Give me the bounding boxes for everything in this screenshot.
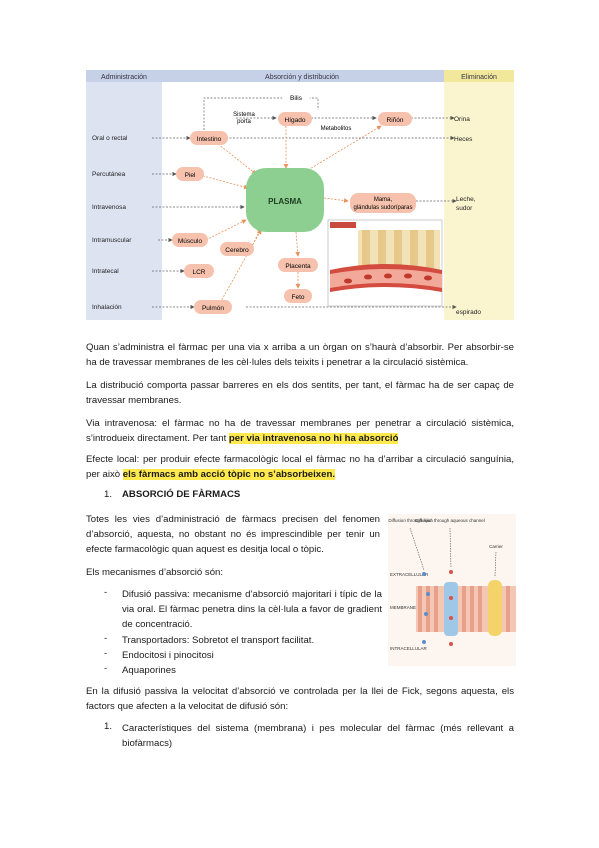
col-elim-title: Eliminación (461, 74, 497, 81)
svg-text:Bilis: Bilis (290, 95, 303, 102)
pulmon-label: Pulmón (202, 305, 224, 312)
paragraph-5: Totes les vies d’administració de fàrmac… (86, 514, 380, 555)
elim-orina: Orina (454, 116, 470, 123)
highlight-topic: els fàrmacs amb acció tòpic no s’absorbe… (122, 469, 336, 480)
node-rinon (378, 112, 412, 126)
route-intramuscular: Intramuscular (92, 237, 132, 244)
paragraph-3: Via intravenosa: el fàrmac no ha de trav… (86, 416, 514, 446)
paragraph-1: Quan s’administra el fàrmac per una via … (86, 342, 514, 368)
label-sistema: Sistema (233, 112, 255, 118)
route-intravenosa: Intravenosa (92, 204, 126, 211)
plasma-label: PLASMA (268, 197, 302, 206)
higado-label: Hígado (285, 117, 306, 124)
membrane-label-carrier: Carrier (489, 544, 503, 549)
section-title: ABSORCIÓ DE FÀRMACS (122, 489, 241, 500)
route-inhalacion: Inhalación (92, 304, 122, 311)
node-bilis: Bilis (282, 92, 310, 102)
route-intratecal: Intratecal (92, 268, 119, 275)
node-piel (176, 167, 204, 181)
node-higado (278, 112, 312, 126)
bullet-aquaporines: Aquaporines (122, 665, 176, 676)
mama-label-2: glándulas sudoríparas (353, 205, 412, 211)
musculo-label: Músculo (178, 238, 203, 245)
membrane-label-lipid: Diffusion through lipid (388, 518, 432, 523)
elim-espirado: espirado (456, 309, 481, 316)
lcr-label: LCR (192, 269, 205, 276)
elim-sudor: sudor (456, 205, 473, 212)
membrane-transport-figure: Diffusion through lipid Diffusion throug… (388, 514, 516, 666)
col-abs-title: Absorción y distribución (265, 74, 339, 81)
paragraph-2: La distribució comporta passar barreres … (86, 380, 514, 406)
bullet-difusio: Difusió passiva: mecanisme d’absorció ma… (122, 589, 382, 630)
node-placenta (278, 258, 318, 272)
node-feto (284, 289, 312, 303)
route-oral: Oral o rectal (92, 135, 128, 142)
admin-column-bg (86, 70, 162, 320)
list-2-item: Característiques del sistema (membrana) … (122, 723, 514, 749)
route-percutanea: Percutánea (92, 171, 126, 178)
highlight-intravenosa: per via intravenosa no hi ha absorció (228, 433, 399, 444)
paragraph-7: En la difusió passiva la velocitat d’abs… (86, 686, 514, 712)
mama-label-1: Mama, (374, 197, 393, 203)
membrane-label-membrane: MEMBRANE (390, 605, 416, 610)
node-musculo (172, 233, 208, 247)
elim-heces: Heces (454, 136, 473, 143)
cerebro-label: Cerebro (225, 247, 249, 254)
pharmacokinetics-diagram: Administración Absorción y distribución … (86, 70, 514, 320)
list-2-number: 1. (104, 721, 113, 732)
col-admin-title: Administración (101, 74, 147, 81)
paragraph-6: Els mecanismes d’absorció són: (86, 567, 224, 578)
bullet-endocitosi: Endocitosi i pinocitosi (122, 650, 214, 661)
paragraph-4: Efecte local: per produir efecte farmaco… (86, 452, 514, 482)
bullet-transportadors: Transportadors: Sobretot el transport fa… (122, 635, 315, 646)
node-plasma (246, 168, 324, 232)
paragraph-4-text: Efecte local: per produir efecte farmaco… (86, 454, 514, 480)
intestino-label: Intestino (197, 136, 222, 143)
membrane-label-extra: EXTRACELLULAR (390, 572, 429, 577)
paragraph-3-text: Via intravenosa: el fàrmac no ha de trav… (86, 418, 514, 444)
elim-column-bg (444, 70, 514, 320)
piel-label: Piel (185, 172, 196, 179)
label-porta: porta (237, 119, 251, 125)
membrane-label-intra: INTRACELLULAR (390, 646, 428, 651)
node-cerebro (220, 242, 254, 256)
rinon-label: Riñón (387, 117, 404, 124)
membrane-label-channel: Diffusion through aqueous channel (415, 518, 484, 523)
label-metabolitos: Metabolitos (321, 126, 352, 132)
elim-leche: Leche, (456, 196, 476, 203)
node-lcr (184, 264, 214, 278)
placenta-label: Placenta (285, 263, 311, 270)
capillary-inset-image (327, 219, 443, 307)
feto-label: Feto (291, 294, 304, 301)
node-pulmon (194, 300, 232, 314)
section-number: 1. (104, 489, 113, 500)
node-mama (350, 193, 416, 213)
node-intestino (190, 131, 228, 145)
